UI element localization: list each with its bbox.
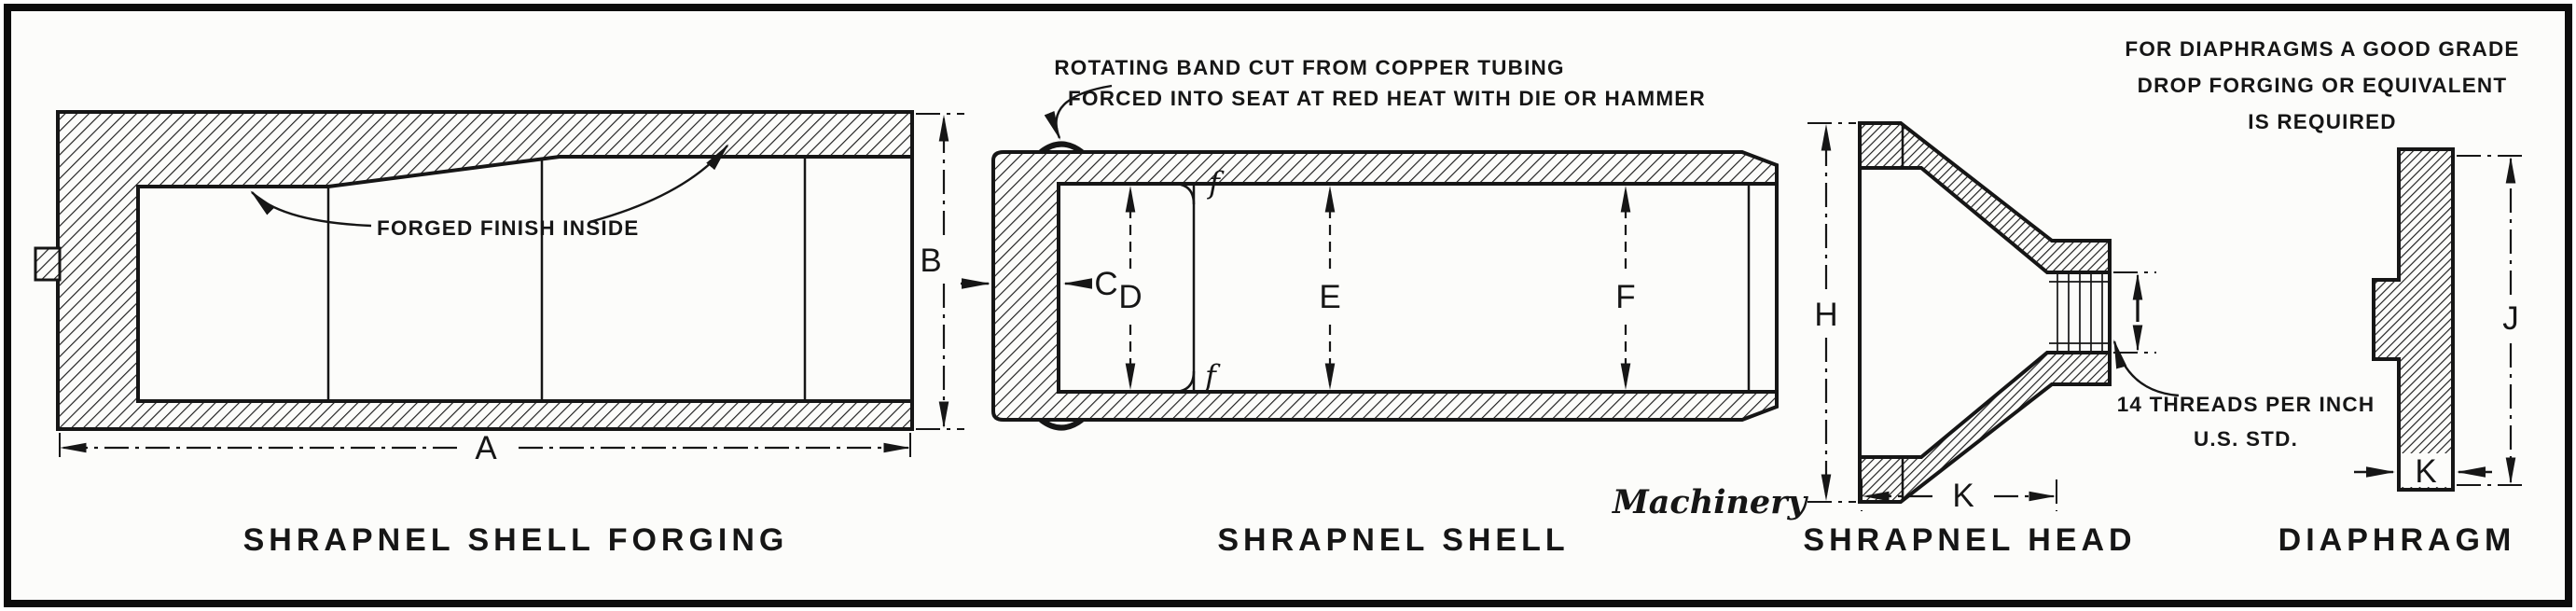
shell-fillet-bottom xyxy=(1172,370,1196,394)
shell-dim-f: F xyxy=(1615,185,1636,391)
dim-c-label: C xyxy=(1094,266,1117,302)
diaphragm-dim-k: K xyxy=(2354,453,2492,490)
diaphragm-note-line3: IS REQUIRED xyxy=(2248,110,2396,133)
shell-dim-d: D xyxy=(1118,185,1143,391)
diaphragm-body-section xyxy=(2372,147,2455,492)
thread-note-line2: U.S. STD. xyxy=(2194,427,2298,451)
head-thread-lines xyxy=(2049,273,2110,352)
forging-sprue-lug xyxy=(34,246,62,282)
forged-finish-label: FORGED FINISH INSIDE xyxy=(377,216,640,240)
diaphragm-caption: DIAPHRAGM xyxy=(2278,522,2516,558)
forged-finish-leader-right xyxy=(589,144,729,224)
shell-dim-c: C xyxy=(961,266,1118,302)
dim-d-label: D xyxy=(1118,279,1142,315)
dim-k2-label-patch xyxy=(2401,453,2451,487)
forging-dim-a: A xyxy=(59,430,911,466)
rotating-band-seat-top xyxy=(1039,141,1084,155)
shell-fillet-top xyxy=(1172,182,1196,205)
dim-k-label: K xyxy=(1952,478,1974,514)
publication-credit: Machinery xyxy=(1612,483,1809,521)
diaphragm-note-line2: DROP FORGING OR EQUIVALENT xyxy=(2138,74,2508,97)
rotating-band-seat-bottom xyxy=(1039,417,1084,431)
dim-f-label: F xyxy=(1615,279,1635,315)
shell-caption: SHRAPNEL SHELL xyxy=(1217,522,1569,558)
band-note-line2: FORCED INTO SEAT AT RED HEAT WITH DIE OR… xyxy=(1068,87,1706,110)
dim-h-label: H xyxy=(1814,297,1837,333)
dim-j-label: J xyxy=(2502,300,2519,337)
head-drawing: H I K 14 THREADS PER INCH U.S. STD. SHRA… xyxy=(1803,121,2375,558)
diaphragm-note-line1: FOR DIAPHRAGMS A GOOD GRADE xyxy=(2125,37,2519,61)
head-body-section xyxy=(1858,121,2112,504)
dim-b-label: B xyxy=(920,243,941,279)
shell-drawing: f f ROTATING BAND CUT FROM COPPER TUBING… xyxy=(961,56,1809,558)
dim-i-label: I xyxy=(2133,293,2142,329)
head-dim-h: H xyxy=(1807,122,1856,503)
diaphragm-dim-j: J xyxy=(2457,155,2526,486)
head-dim-k: K xyxy=(1861,478,2057,514)
diaphragm-drawing: J K FOR DIAPHRAGMS A GOOD GRADE DROP FOR… xyxy=(2125,37,2526,558)
dim-a-label: A xyxy=(475,430,497,466)
forged-finish-leader-left xyxy=(250,190,372,228)
thread-note-leader xyxy=(2112,339,2180,397)
shell-body-section xyxy=(991,150,1779,422)
head-caption: SHRAPNEL HEAD xyxy=(1803,522,2136,558)
dim-e-label: E xyxy=(1319,279,1340,315)
dim-k2-label: K xyxy=(2415,453,2436,490)
shell-dim-e: E xyxy=(1319,185,1341,391)
thread-note-line1: 14 THREADS PER INCH xyxy=(2117,393,2375,416)
forging-caption: SHRAPNEL SHELL FORGING xyxy=(243,522,789,558)
plate-border xyxy=(4,4,2572,607)
band-note-leader xyxy=(1044,84,1113,141)
forging-dim-b: B xyxy=(916,113,964,430)
band-note-line1: ROTATING BAND CUT FROM COPPER TUBING xyxy=(1054,56,1564,79)
forging-drawing: FORGED FINISH INSIDE A B SHRAPNEL SHELL … xyxy=(34,110,964,558)
